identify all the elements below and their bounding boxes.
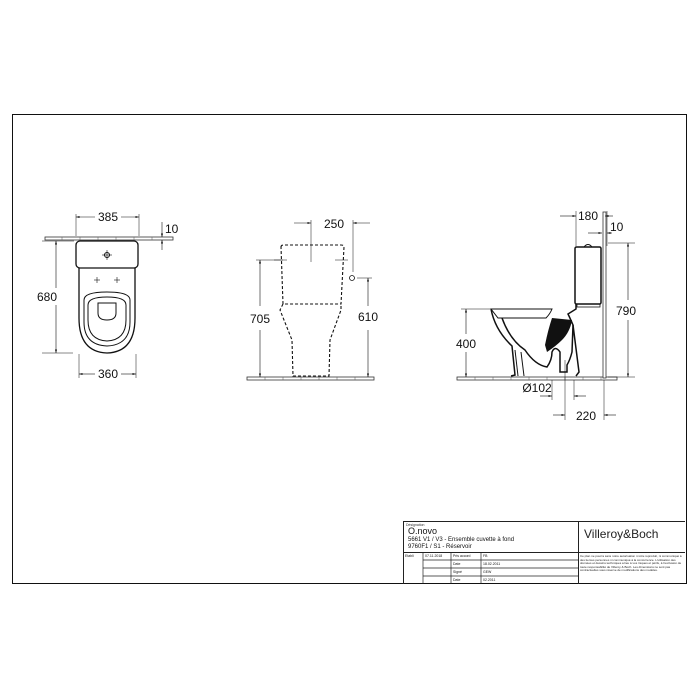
row-value: 18.02.2011 xyxy=(483,562,501,566)
row-date: 07.11.2018 xyxy=(425,554,443,558)
row-field: Date xyxy=(453,562,461,566)
top-view xyxy=(42,214,174,378)
dim-outlet-diameter: Ø102 xyxy=(522,381,552,395)
dim-360: 360 xyxy=(98,367,118,381)
row-label: Etabli xyxy=(405,554,414,558)
dim-10-side: 10 xyxy=(610,220,624,234)
row-value: FB xyxy=(483,554,488,558)
brand-logo: Villeroy&Boch xyxy=(584,527,659,541)
product-line-2: 9760F1 / S1 - Réservoir xyxy=(408,544,472,550)
product-name: O.novo xyxy=(408,526,438,536)
legal-notice: Ce plan ne pourra sans notre autorisatio… xyxy=(580,554,682,573)
row-field: Pris accord xyxy=(453,554,471,558)
row-value: 02.2011 xyxy=(483,578,496,582)
dim-680: 680 xyxy=(37,290,57,304)
title-block: Désignation O.novo 5661 V1 / V3 - Ensemb… xyxy=(403,521,685,584)
dim-220: 220 xyxy=(576,409,596,423)
dim-250: 250 xyxy=(324,217,344,231)
dim-400: 400 xyxy=(456,337,476,351)
designation-label: Désignation xyxy=(406,523,425,527)
dim-705: 705 xyxy=(250,312,270,326)
front-view xyxy=(246,220,375,381)
dim-385: 385 xyxy=(98,210,118,224)
row-field: Signé xyxy=(453,570,462,574)
revision-grid-lines xyxy=(422,552,578,584)
divider xyxy=(578,552,685,553)
row-value: GEW xyxy=(483,570,492,574)
revision-table: Etabli 07.11.2018 Pris accord FB Date 18… xyxy=(404,552,578,584)
divider xyxy=(404,552,578,553)
dim-610: 610 xyxy=(358,310,378,324)
drawing-frame xyxy=(12,114,687,584)
title-block-info: Désignation O.novo 5661 V1 / V3 - Ensemb… xyxy=(404,522,579,584)
side-view xyxy=(456,211,635,420)
dim-790: 790 xyxy=(616,304,636,318)
dim-180: 180 xyxy=(578,209,598,223)
row-field: Date xyxy=(453,578,461,582)
product-line-1: 5661 V1 / V3 - Ensemble cuvette à fond xyxy=(408,537,515,543)
dim-10-top: 10 xyxy=(165,222,179,236)
title-block-brand: Villeroy&Boch Ce plan ne pourra sans not… xyxy=(578,522,685,584)
